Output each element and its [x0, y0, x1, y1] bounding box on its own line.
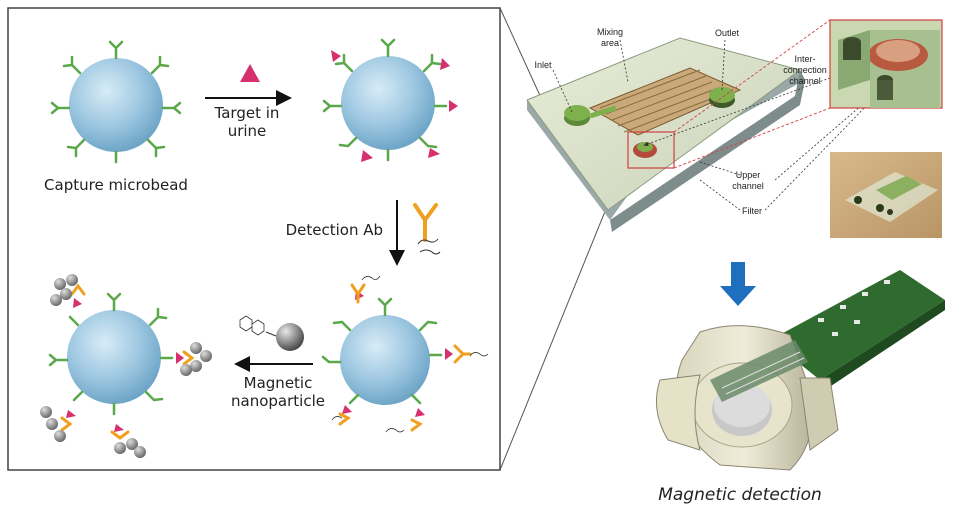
bead-with-detection-ab [321, 275, 489, 433]
microfluidic-chip [526, 37, 805, 232]
target-label-line2: urine [228, 122, 267, 140]
zoom-line-top [499, 7, 543, 101]
down-arrow-icon [720, 262, 756, 306]
label-inter-line2: connection [783, 65, 827, 75]
zoom-lines-red [673, 19, 831, 169]
bead-with-nanoparticles [40, 274, 212, 458]
label-mixing-line1: Mixing [597, 27, 623, 37]
detection-ab-label: Detection Ab [286, 221, 383, 239]
magnetic-label-line2: nanoparticle [231, 392, 325, 410]
magnetic-detection-device [655, 270, 945, 471]
interconnection-zoom-inset [829, 19, 943, 109]
bead-with-targets [322, 38, 458, 162]
magnetic-detection-caption: Magnetic detection [658, 485, 822, 505]
magnetic-nanoparticle-icon [239, 315, 304, 351]
capture-microbead [50, 40, 182, 164]
label-inter-line1: Inter- [794, 54, 815, 64]
zoom-box [627, 131, 675, 169]
chip-photo [830, 152, 942, 238]
magnetic-label-line1: Magnetic [244, 374, 313, 392]
label-upper-line1: Upper [736, 170, 761, 180]
label-mixing-line2: area [601, 38, 619, 48]
label-inter-line3: channel [789, 76, 821, 86]
label-outlet: Outlet [715, 28, 740, 38]
label-inlet: Inlet [534, 60, 552, 70]
target-label-line1: Target in [214, 104, 280, 122]
target-triangle-icon [240, 64, 260, 82]
chip-label-lines [552, 39, 886, 211]
capture-microbead-label: Capture microbead [44, 176, 188, 194]
label-filter: Filter [742, 206, 762, 216]
label-upper-line2: channel [732, 181, 764, 191]
detection-antibody-icon [413, 203, 441, 255]
